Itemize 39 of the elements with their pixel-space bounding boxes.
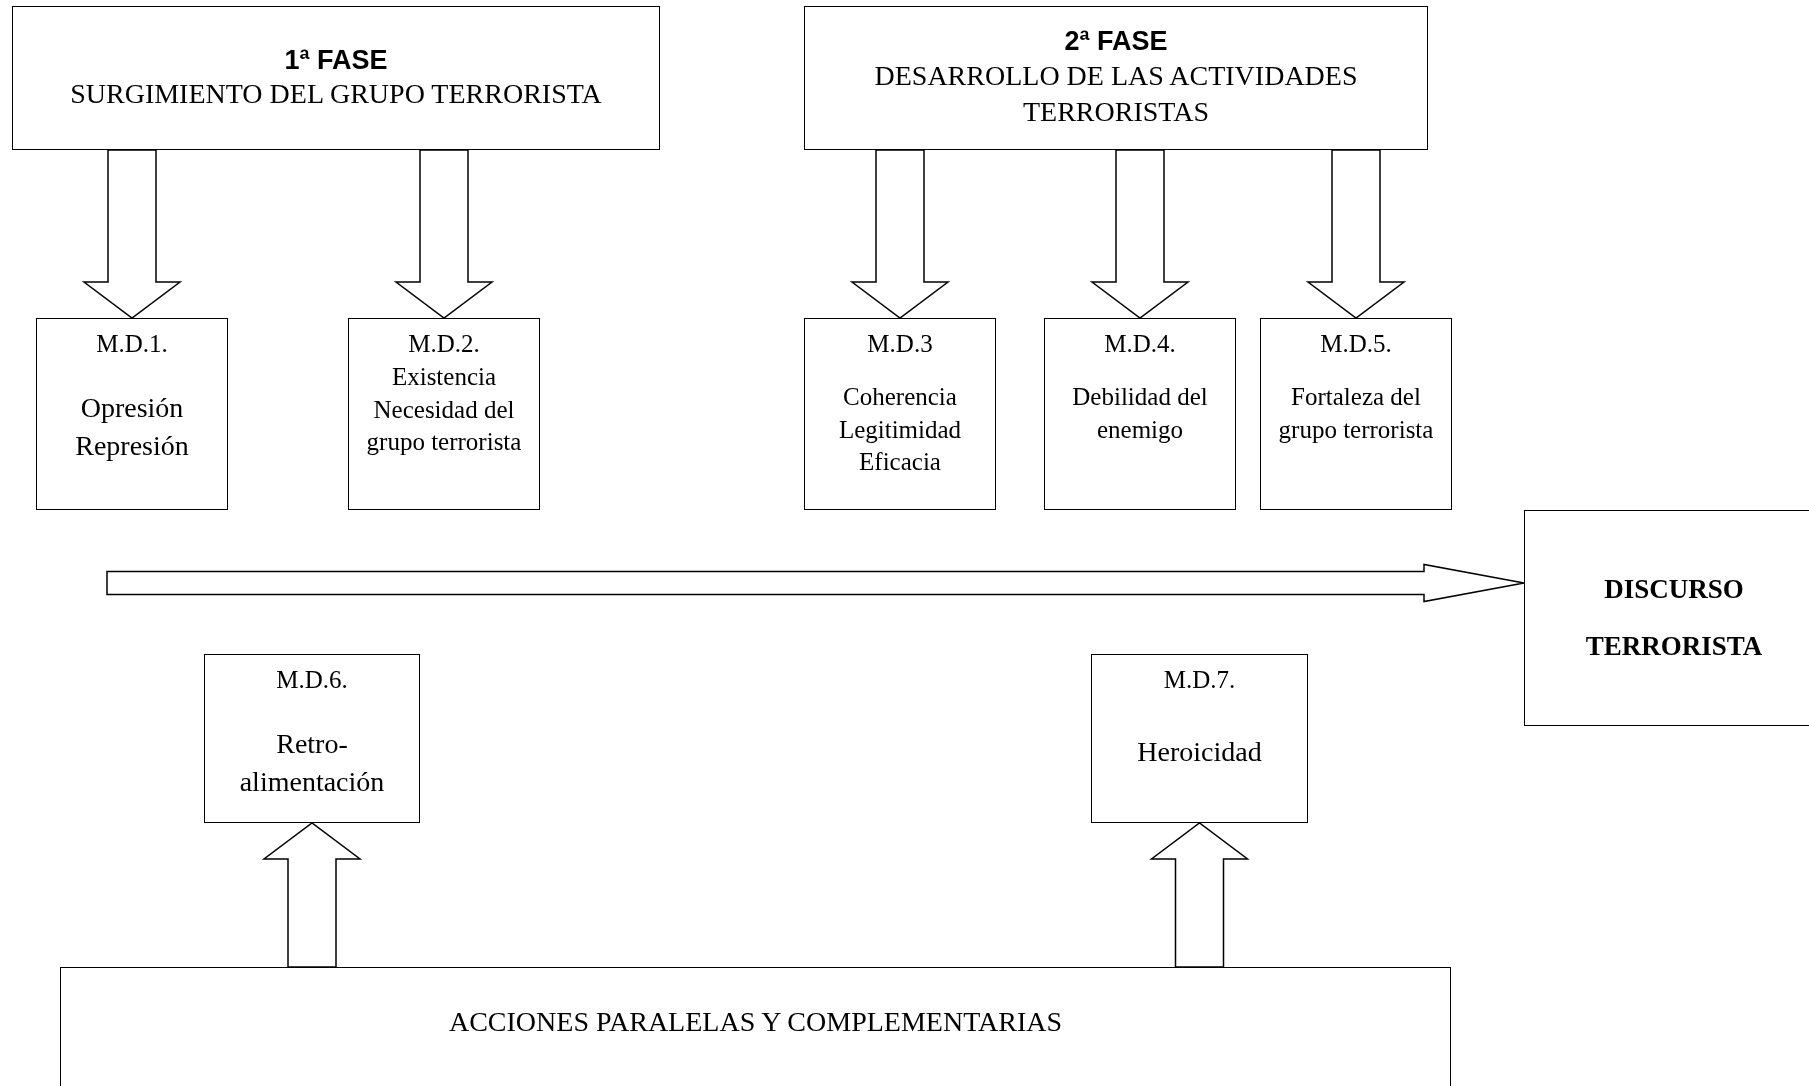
box-heading: M.D.3 bbox=[867, 329, 933, 359]
box-text: Retro- alimentación bbox=[238, 727, 386, 799]
process-box bbox=[36, 318, 228, 510]
block-arrow bbox=[1305, 149, 1407, 319]
block-arrow bbox=[1149, 822, 1250, 968]
block-arrow bbox=[1089, 149, 1191, 319]
box-heading: 2ª FASE bbox=[1064, 25, 1168, 58]
box-heading: M.D.6. bbox=[276, 665, 348, 695]
box-text: Existencia Necesidad del grupo terrorista bbox=[365, 362, 523, 457]
process-box bbox=[1091, 654, 1308, 823]
process-box bbox=[1044, 318, 1236, 510]
result-box bbox=[1524, 510, 1809, 726]
process-box bbox=[348, 318, 540, 510]
box-text: Heroicidad bbox=[1137, 735, 1262, 769]
box-text: Opresión Represión bbox=[74, 391, 190, 463]
box-heading: M.D.2. bbox=[408, 329, 480, 359]
box-heading: 1ª FASE bbox=[284, 43, 388, 76]
block-arrow bbox=[106, 563, 1525, 603]
block-arrow bbox=[393, 149, 495, 319]
box-heading: M.D.7. bbox=[1163, 665, 1236, 695]
block-arrow bbox=[81, 149, 183, 319]
box-text: Debilidad del enemigo bbox=[1071, 382, 1209, 445]
block-arrow bbox=[261, 822, 363, 968]
process-box bbox=[60, 967, 1451, 1086]
box-text: Fortaleza del grupo terrorista bbox=[1277, 382, 1435, 445]
box-text: SURGIMIENTO DEL GRUPO TERRORISTA bbox=[70, 77, 602, 111]
box-text: DESARROLLO DE LAS ACTIVIDADES TERRORISTAS bbox=[873, 58, 1359, 130]
box-heading: M.D.5. bbox=[1320, 329, 1392, 359]
box-label: ACCIONES PARALELAS Y COMPLEMENTARIAS bbox=[448, 1005, 1062, 1039]
process-box bbox=[804, 318, 996, 510]
box-heading: M.D.4. bbox=[1104, 329, 1176, 359]
process-box bbox=[204, 654, 420, 823]
process-box bbox=[1260, 318, 1452, 510]
block-arrow bbox=[849, 149, 951, 319]
box-heading: M.D.1. bbox=[96, 329, 168, 359]
box-label: DISCURSO TERRORISTA bbox=[1584, 573, 1764, 663]
phase-box bbox=[12, 6, 660, 150]
box-text: Coherencia Legitimidad Eficacia bbox=[837, 382, 963, 477]
phase-box bbox=[804, 6, 1428, 150]
